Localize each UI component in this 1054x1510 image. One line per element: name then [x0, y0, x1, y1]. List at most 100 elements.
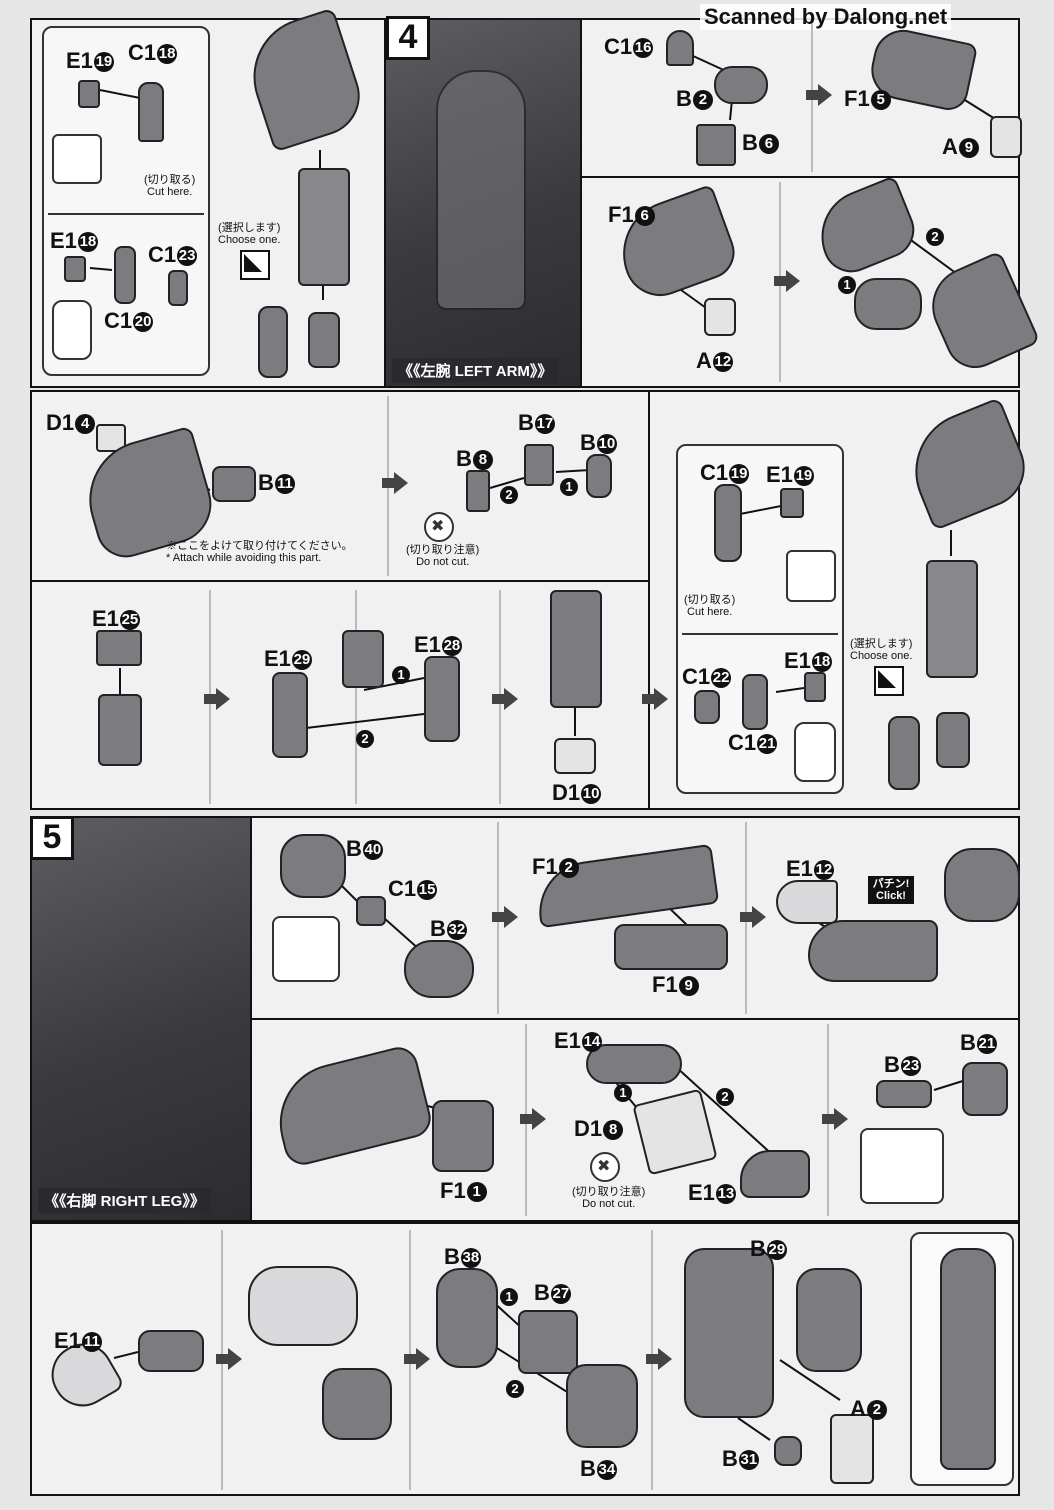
part-label-number: 31 — [738, 1450, 759, 1470]
do-not-cut-icon-2 — [590, 1152, 620, 1182]
part-open-hand-2 — [888, 716, 920, 790]
part-label-number: 25 — [119, 610, 140, 630]
part-label-letter: E1 — [66, 48, 93, 73]
do-not-cut-icon — [424, 512, 454, 542]
part-forearm-2 — [926, 560, 978, 678]
caption-right-leg: 《《右脚 RIGHT LEG》》 — [38, 1188, 211, 1213]
part-label-letter: B — [456, 446, 472, 471]
part-label-letter: E1 — [264, 646, 291, 671]
part-label-number: 9 — [678, 976, 699, 996]
part-label-number: 21 — [757, 734, 778, 754]
step-arrow — [216, 1348, 242, 1370]
note-cut-here-en: Cut here. — [147, 186, 193, 198]
part-ankle-assembled — [322, 1368, 392, 1440]
part-label-number: 8 — [603, 1120, 624, 1140]
step-arrow — [382, 472, 408, 494]
part-label-number: 29 — [766, 1240, 787, 1260]
part-label-letter: D1 — [46, 410, 75, 435]
part-d1-10 — [554, 738, 596, 774]
part-e1-18-b — [804, 672, 826, 702]
part-shoulder-block — [98, 694, 142, 766]
part-label-number: 10 — [581, 784, 602, 804]
part-label-letter: E1 — [784, 648, 811, 673]
sequence-marker-1: 1 — [500, 1288, 518, 1306]
part-b40 — [280, 834, 346, 898]
sequence-marker-1: 1 — [560, 478, 578, 496]
part-label-number: 22 — [711, 668, 732, 688]
part-b27 — [518, 1310, 578, 1374]
cut-detail-inset-2 — [786, 550, 836, 602]
note-choose-one: (選択します) Choose one. — [218, 222, 280, 246]
step-arrow — [646, 1348, 672, 1370]
grip-detail-inset-2 — [794, 722, 836, 782]
part-leg-frame — [684, 1248, 774, 1418]
part-label-letter: B — [580, 430, 596, 455]
part-label-letter: E1 — [50, 228, 77, 253]
sequence-marker-1: 1 — [838, 276, 856, 294]
part-label-letter: C1 — [682, 664, 711, 689]
note-cut-here-2: (切り取る) Cut here. — [684, 594, 735, 618]
b23-detail-inset — [860, 1128, 944, 1204]
part-f1-9 — [614, 924, 728, 970]
part-label-letter: B — [534, 1280, 550, 1305]
part-label-number: 18 — [157, 44, 178, 64]
part-b11 — [212, 466, 256, 502]
joint-detail-inset — [272, 916, 340, 982]
part-label-number: 9 — [958, 138, 979, 158]
part-label-number: 18 — [811, 652, 832, 672]
part-c1-23 — [168, 270, 188, 306]
part-arm-robot-silhouette — [436, 70, 526, 310]
note-avoid-part-jp: ※ここをよけて取り付けてください。 — [166, 540, 353, 552]
part-label-letter: C1 — [104, 308, 133, 333]
part-e1-25 — [96, 630, 142, 666]
part-label-number: 29 — [291, 650, 312, 670]
part-open-hand — [258, 306, 288, 378]
sequence-marker-2: 2 — [716, 1088, 734, 1106]
part-label-number: 38 — [460, 1248, 481, 1268]
note-choose-one-jp-2: (選択します) — [850, 638, 913, 650]
part-forearm — [298, 168, 350, 286]
part-label-letter: C1 — [604, 34, 633, 59]
part-label-number: 20 — [133, 312, 154, 332]
note-choose-one-en-2: Choose one. — [850, 650, 913, 662]
step-number-5: 5 — [30, 816, 74, 860]
part-label-letter: A — [696, 348, 712, 373]
part-label-letter: B — [258, 470, 274, 495]
part-knee-armor-assembled — [808, 920, 938, 982]
part-label-number: 6 — [758, 134, 779, 154]
note-cut-here-jp-2: (切り取る) — [684, 594, 736, 606]
part-c1-15 — [356, 896, 386, 926]
note-choose-one-2: (選択します) Choose one. — [850, 638, 912, 662]
part-label-letter: E1 — [688, 1180, 715, 1205]
part-label-letter: C1 — [128, 40, 157, 65]
scan-credit: Scanned by Dalong.net — [700, 4, 952, 30]
part-b34 — [566, 1364, 638, 1448]
part-label-number: 13 — [715, 1184, 736, 1204]
note-avoid-part-en: * Attach while avoiding this part. — [166, 552, 322, 564]
part-label-letter: B — [430, 916, 446, 941]
step-number-4: 4 — [386, 16, 430, 60]
part-label-number: 2 — [692, 90, 713, 110]
part-b17 — [524, 444, 554, 486]
part-elbow-joint — [854, 278, 922, 330]
part-label-letter: C1 — [148, 242, 177, 267]
